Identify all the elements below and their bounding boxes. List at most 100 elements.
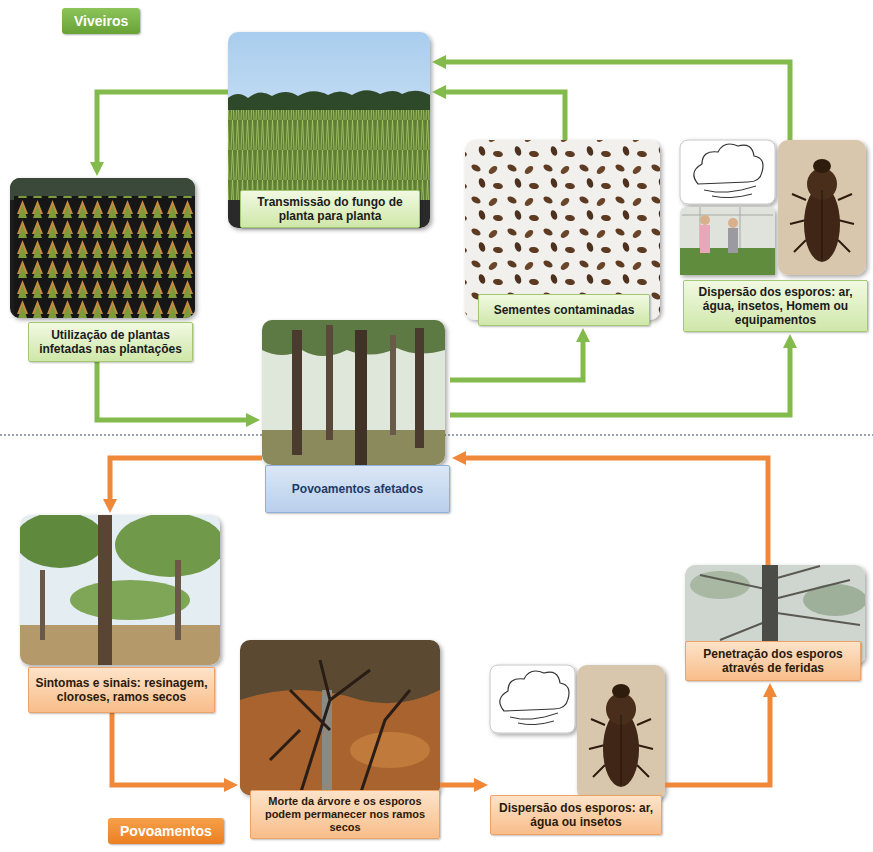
caption-text: Dispersão dos esporos: ar, água, insetos…	[690, 285, 861, 327]
flow-arrow	[97, 362, 250, 420]
flow-arrow	[112, 713, 228, 785]
flow-arrow	[462, 458, 768, 565]
photo-node: Sementes contaminadas	[465, 140, 660, 326]
worker	[728, 228, 738, 253]
flow-arrow	[440, 783, 478, 788]
flow-arrow	[97, 92, 228, 166]
pine-trunk	[415, 328, 424, 448]
dead-tree-photo	[240, 640, 440, 795]
pine-trunk	[390, 335, 396, 435]
pine-trunk	[292, 330, 302, 455]
drawing-frame	[680, 140, 775, 204]
flow-arrow	[110, 458, 262, 503]
beetle-head	[612, 684, 630, 698]
wind-lines	[510, 713, 558, 725]
photo-ground	[778, 140, 866, 275]
nursery-photo	[228, 32, 430, 228]
photo-node: Utilização de plantas infetadas nas plan…	[10, 178, 195, 362]
pine-trunk	[40, 570, 45, 640]
photo-node: Dispersão dos esporos: ar, água, insetos…	[680, 140, 868, 332]
worker	[700, 225, 710, 253]
pine-trunk	[175, 560, 181, 640]
beetle-body	[603, 711, 639, 787]
photo-node: Penetração dos esporos através de ferida…	[685, 565, 865, 681]
flow-arrow	[442, 62, 790, 140]
greenhouse-photo	[680, 207, 775, 275]
seeds-photo	[465, 140, 660, 320]
section-tab: Viveiros	[62, 8, 140, 34]
foliage	[115, 515, 220, 577]
seeds	[465, 140, 660, 320]
dry-branches	[270, 660, 410, 795]
worker	[728, 218, 738, 228]
caption-box: Utilização de plantas infetadas nas plan…	[28, 322, 193, 362]
photo-node: Sintomas e sinais: resinagem, cloroses, …	[20, 515, 220, 713]
foliage	[20, 515, 105, 568]
dry-needles	[240, 690, 440, 795]
pine-trunk	[98, 515, 112, 665]
photo-node: Povoamentos afetados	[262, 320, 450, 513]
cloud	[694, 144, 763, 184]
stand-photo	[262, 320, 445, 465]
forest-background	[262, 320, 445, 465]
forest-floor	[20, 625, 220, 665]
caption-box: Sementes contaminadas	[478, 294, 650, 326]
seedling-tray	[14, 196, 195, 318]
tray-photo	[10, 178, 195, 318]
caption-text: Povoamentos afetados	[292, 482, 423, 496]
dry-needles	[350, 732, 430, 768]
drawing-frame	[490, 665, 575, 733]
caption-box: Morte da árvore e os esporos podem perma…	[250, 790, 440, 839]
caption-box: Transmissão do fungo de planta para plan…	[240, 190, 420, 228]
plants	[680, 248, 775, 275]
caption-text: Dispersão dos esporos: ar, água ou inset…	[497, 801, 655, 829]
caption-text: Morte da árvore e os esporos podem perma…	[257, 795, 433, 834]
photo-ground	[577, 665, 665, 800]
wind-drawing	[490, 665, 575, 733]
worker	[700, 215, 710, 225]
photo-ground	[240, 640, 440, 795]
section-tab: Povoamentos	[108, 818, 224, 844]
beetle-head	[813, 159, 831, 173]
wind-lines	[704, 186, 756, 198]
flow-arrow	[450, 344, 790, 415]
foliage	[690, 571, 750, 599]
caption-text: Penetração dos esporos através de ferida…	[692, 647, 854, 675]
pine-trunk	[355, 330, 367, 465]
beetle-suture	[621, 715, 622, 785]
symptoms-photo	[15, 512, 225, 665]
beetle-photo	[577, 665, 665, 800]
beetle-body	[804, 186, 840, 262]
pine-trunk	[326, 325, 333, 440]
tray-background	[10, 178, 195, 318]
caption-box: Dispersão dos esporos: ar, água, insetos…	[683, 280, 868, 332]
wind-drawing	[680, 140, 775, 204]
flow-arrow	[442, 92, 565, 140]
beetle-photo	[778, 140, 866, 275]
photo-node: Transmissão do fungo de planta para plan…	[228, 32, 430, 228]
section-label: Povoamentos	[120, 823, 212, 839]
photo-node: Dispersão dos esporos: ar, água ou inset…	[490, 665, 665, 835]
flow-arrow	[450, 338, 583, 380]
foliage	[70, 580, 190, 620]
flow-arrow	[665, 693, 770, 785]
greenhouse	[680, 207, 775, 275]
caption-text: Utilização de plantas infetadas nas plan…	[35, 328, 186, 356]
caption-box: Povoamentos afetados	[265, 465, 450, 513]
caption-box: Sintomas e sinais: resinagem, cloroses, …	[28, 667, 215, 713]
seedling-field	[228, 110, 430, 202]
beetle-suture	[822, 190, 823, 260]
caption-box: Dispersão dos esporos: ar, água ou inset…	[490, 795, 662, 835]
cloud	[500, 671, 569, 711]
section-label: Viveiros	[74, 13, 128, 29]
sky	[228, 32, 430, 228]
caption-text: Sintomas e sinais: resinagem, cloroses, …	[35, 676, 208, 704]
greenhouse-frame	[682, 207, 773, 248]
photo-node: Morte da árvore e os esporos podem perma…	[240, 640, 440, 839]
caption-box: Penetração dos esporos através de ferida…	[685, 641, 861, 681]
caption-text: Transmissão do fungo de planta para plan…	[247, 195, 413, 223]
